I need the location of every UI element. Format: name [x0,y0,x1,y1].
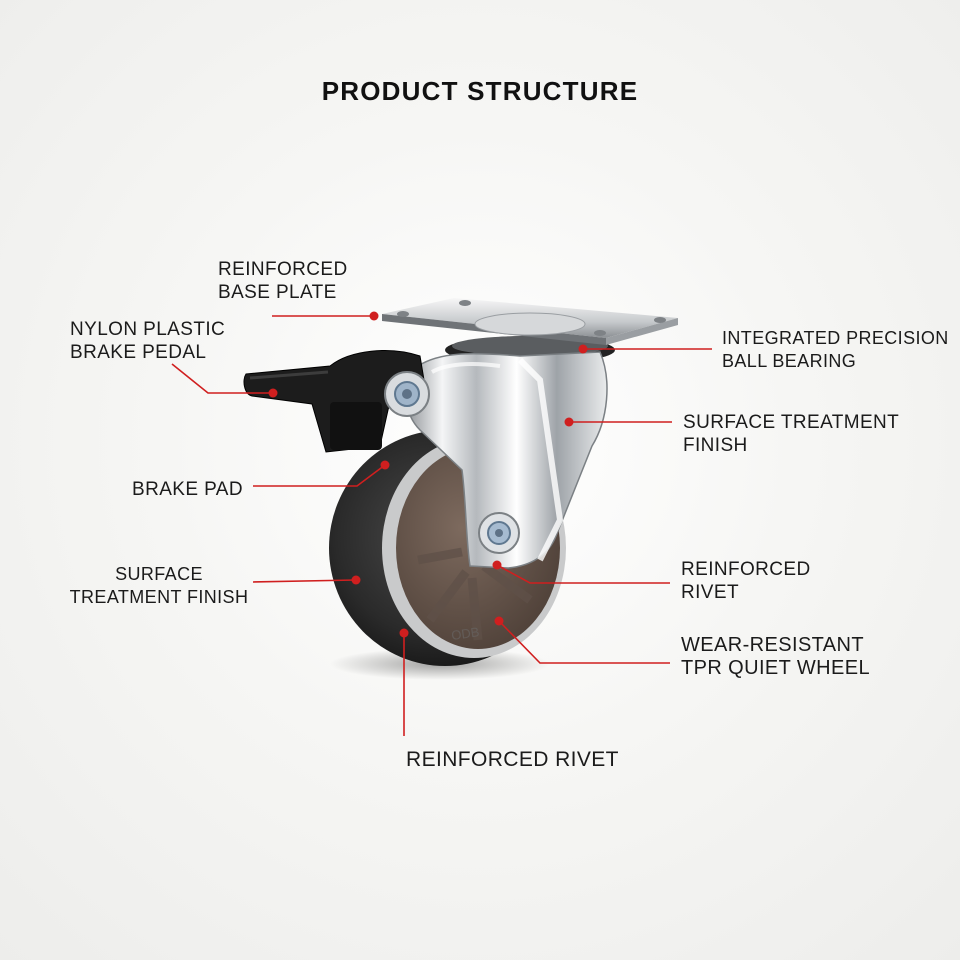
callout-brake-pad: BRAKE PAD [132,478,243,501]
dot-ball-bearing [578,344,588,354]
callout-ball-bearing-line1: INTEGRATED PRECISION [722,328,949,348]
dot-bottom-rivet [399,628,409,638]
callout-base-plate-line1: REINFORCED [218,259,348,280]
callout-rivet-right-line1: REINFORCED [681,559,811,580]
callout-brake-pedal: NYLON PLASTIC BRAKE PEDAL [70,318,225,364]
leader-brake-pad [253,464,386,487]
dot-rivet-right [492,560,502,570]
chrome-fork [405,351,608,569]
callout-surface-left: SURFACE TREATMENT FINISH [66,563,252,609]
wheel-marking: ODB [450,624,480,643]
dot-brake-pad [380,460,390,470]
callout-surface-left-line2: TREATMENT FINISH [69,587,249,607]
leader-brake-pedal [171,363,273,394]
dot-base-plate [369,311,379,321]
diagram-title: PRODUCT STRUCTURE [321,76,639,106]
callout-wheel: WEAR-RESISTANT TPR QUIET WHEEL [681,634,870,680]
brake-pedal-assembly [243,350,425,453]
dot-surface-left [351,575,361,585]
callout-wheel-line2: TPR QUIET WHEEL [681,657,870,679]
callout-ball-bearing: INTEGRATED PRECISION BALL BEARING [722,327,949,373]
axle-bolt [478,512,520,554]
base-plate [382,298,678,345]
callout-surface-right-line2: FINISH [683,435,748,456]
callout-wheel-line1: WEAR-RESISTANT [681,634,865,656]
leader-dots [268,311,588,638]
callout-rivet-right-line2: RIVET [681,582,739,603]
callout-brake-pedal-line2: BRAKE PEDAL [70,342,207,363]
callout-surface-right-line1: SURFACE TREATMENT [683,412,900,433]
callout-ball-bearing-line2: BALL BEARING [722,351,857,371]
leader-surface-left [252,579,357,583]
callout-surface-left-line1: SURFACE [115,564,203,584]
callout-base-plate-line2: BASE PLATE [218,282,337,303]
leader-wheel [498,620,670,664]
pivot-bolt [384,371,430,417]
dot-surface-right [564,417,574,427]
callout-surface-right: SURFACE TREATMENT FINISH [683,411,899,457]
callout-brake-pedal-line1: NYLON PLASTIC [70,319,226,340]
callout-brake-pad-line1: BRAKE PAD [132,479,243,500]
dot-brake-pedal [268,388,278,398]
callout-base-plate: REINFORCED BASE PLATE [218,258,348,304]
callout-bottom-rivet: REINFORCED RIVET [406,748,619,771]
dot-wheel [494,616,504,626]
callout-rivet-right: REINFORCED RIVET [681,558,811,604]
leader-lines [171,315,712,736]
leader-rivet-right [496,564,670,584]
callout-bottom-rivet-line1: REINFORCED RIVET [406,748,619,771]
